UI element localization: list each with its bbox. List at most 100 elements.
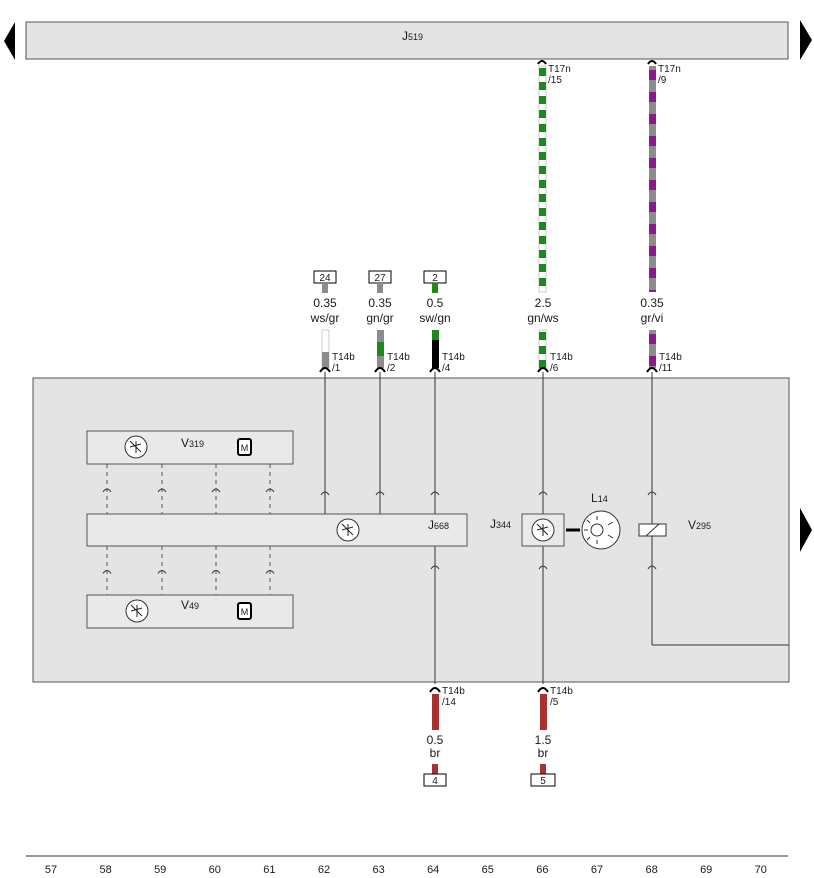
j519-control-unit-bar [25, 21, 789, 60]
t14b-connector-label: T14b [442, 686, 465, 697]
wire-stripe [539, 208, 546, 216]
connector-hook-icon [319, 367, 331, 373]
motor-icon [237, 438, 252, 456]
t14b-connector-label: T14b [659, 352, 682, 363]
connector-hook-icon [646, 367, 658, 373]
v319-motor-box[interactable] [86, 430, 294, 465]
v319-label: V319 [181, 436, 204, 450]
j519-label: J519 [402, 29, 423, 43]
grid-number: 64 [427, 864, 439, 876]
ref-box-number: 4 [432, 776, 438, 787]
link-hook-icon [211, 570, 221, 574]
t14b-pin-label: /4 [442, 363, 451, 374]
ref-box-number: 5 [540, 776, 546, 787]
line-hook-icon [538, 491, 548, 496]
ref-box-number: 27 [374, 273, 386, 284]
top-connector-label: T17n [658, 64, 681, 75]
wire-gn-gr-stripe [377, 342, 384, 356]
connector-hook-icon [429, 367, 441, 373]
link-hook-icon [265, 570, 275, 574]
t14b-pin-label: /11 [659, 363, 673, 374]
wire-stripe [649, 70, 656, 80]
link-hook-icon [102, 570, 112, 574]
j668-control-box[interactable] [86, 513, 468, 547]
wire-stub [540, 764, 546, 774]
wire-stub [322, 283, 328, 293]
wire-stripe [649, 136, 656, 146]
wire-gauge: 1.5 [535, 733, 552, 747]
wire-stripe [539, 346, 546, 354]
link-hook-icon [157, 488, 167, 493]
wire-stripe [539, 180, 546, 188]
lamp-rays-icon [584, 516, 614, 544]
wire-gauge: 0.35 [313, 296, 337, 310]
wire-stripe [649, 180, 656, 190]
wire-stub [377, 283, 383, 293]
wire-stripe [539, 360, 546, 368]
t14b-pin-label: /14 [442, 697, 456, 708]
wire-stripe [539, 138, 546, 146]
wire-stripe [649, 246, 656, 256]
sensor-arrow-icon [536, 523, 549, 536]
wire-stub [432, 764, 438, 774]
wire-gauge: 0.35 [640, 296, 664, 310]
nav-left-arrow-icon[interactable] [4, 22, 15, 60]
wire-stripe [539, 124, 546, 132]
sensor-arrow-icon [129, 440, 142, 453]
connector-hook-icon [537, 60, 547, 65]
grid-number: 61 [263, 864, 275, 876]
wire-gauge: 2.5 [535, 296, 552, 310]
wire-stub [432, 283, 438, 293]
l14-lamp-icon[interactable] [581, 510, 621, 550]
wire-color-code: sw/gn [419, 311, 450, 325]
wire-stripe [649, 158, 656, 168]
line-hook-icon [647, 565, 657, 570]
wire-stripe [649, 356, 656, 366]
ref-box-number: 24 [319, 273, 331, 284]
grid-number: 62 [318, 864, 330, 876]
ref-box[interactable] [530, 773, 556, 787]
grid-number: 67 [591, 864, 603, 876]
connector-hook-icon [537, 687, 549, 693]
wire-stripe [539, 110, 546, 118]
l14-label: L14 [591, 491, 608, 505]
link-hook-icon [157, 570, 167, 574]
wire-color-code: gn/gr [366, 311, 393, 325]
line-hook-icon [647, 491, 657, 496]
t14b-pin-label: /5 [550, 697, 559, 708]
v49-motor-box[interactable] [86, 594, 294, 629]
grid-number: 57 [45, 864, 57, 876]
grid-number: 65 [482, 864, 494, 876]
wire-stripe [539, 166, 546, 174]
grid-number: 69 [700, 864, 712, 876]
wire-stripe [649, 268, 656, 278]
t14b-pin-label: /1 [332, 363, 341, 374]
link-hook-icon [102, 488, 112, 493]
connector-hook-icon [374, 367, 386, 373]
t14b-connector-label: T14b [550, 352, 573, 363]
t14b-connector-label: T14b [387, 352, 410, 363]
top-connector-pin: /9 [658, 75, 667, 86]
wire-stripe [539, 82, 546, 90]
t14b-connector-label: T14b [332, 352, 355, 363]
motor-icon-letter: M [241, 443, 249, 453]
wire-stripe [649, 114, 656, 124]
nav-right-arrow-icon[interactable] [800, 20, 812, 60]
nav-right-arrow-mid-icon[interactable] [800, 508, 812, 552]
wire-stripe [539, 194, 546, 202]
wire-color-code: gn/ws [527, 311, 558, 325]
grid-number: 66 [536, 864, 548, 876]
wire-gauge: 0.5 [427, 296, 444, 310]
wire-color-code: br [538, 746, 549, 760]
wire-color-code: br [430, 746, 441, 760]
grid-number: 60 [209, 864, 221, 876]
top-connector-pin: /15 [548, 75, 562, 86]
wire-sw-gn-lower [432, 330, 439, 368]
wire-stripe [649, 290, 656, 292]
connector-hook-icon [647, 60, 657, 65]
ref-box[interactable] [423, 773, 447, 787]
wire-stripe [539, 250, 546, 258]
line-hook-icon [538, 565, 548, 570]
